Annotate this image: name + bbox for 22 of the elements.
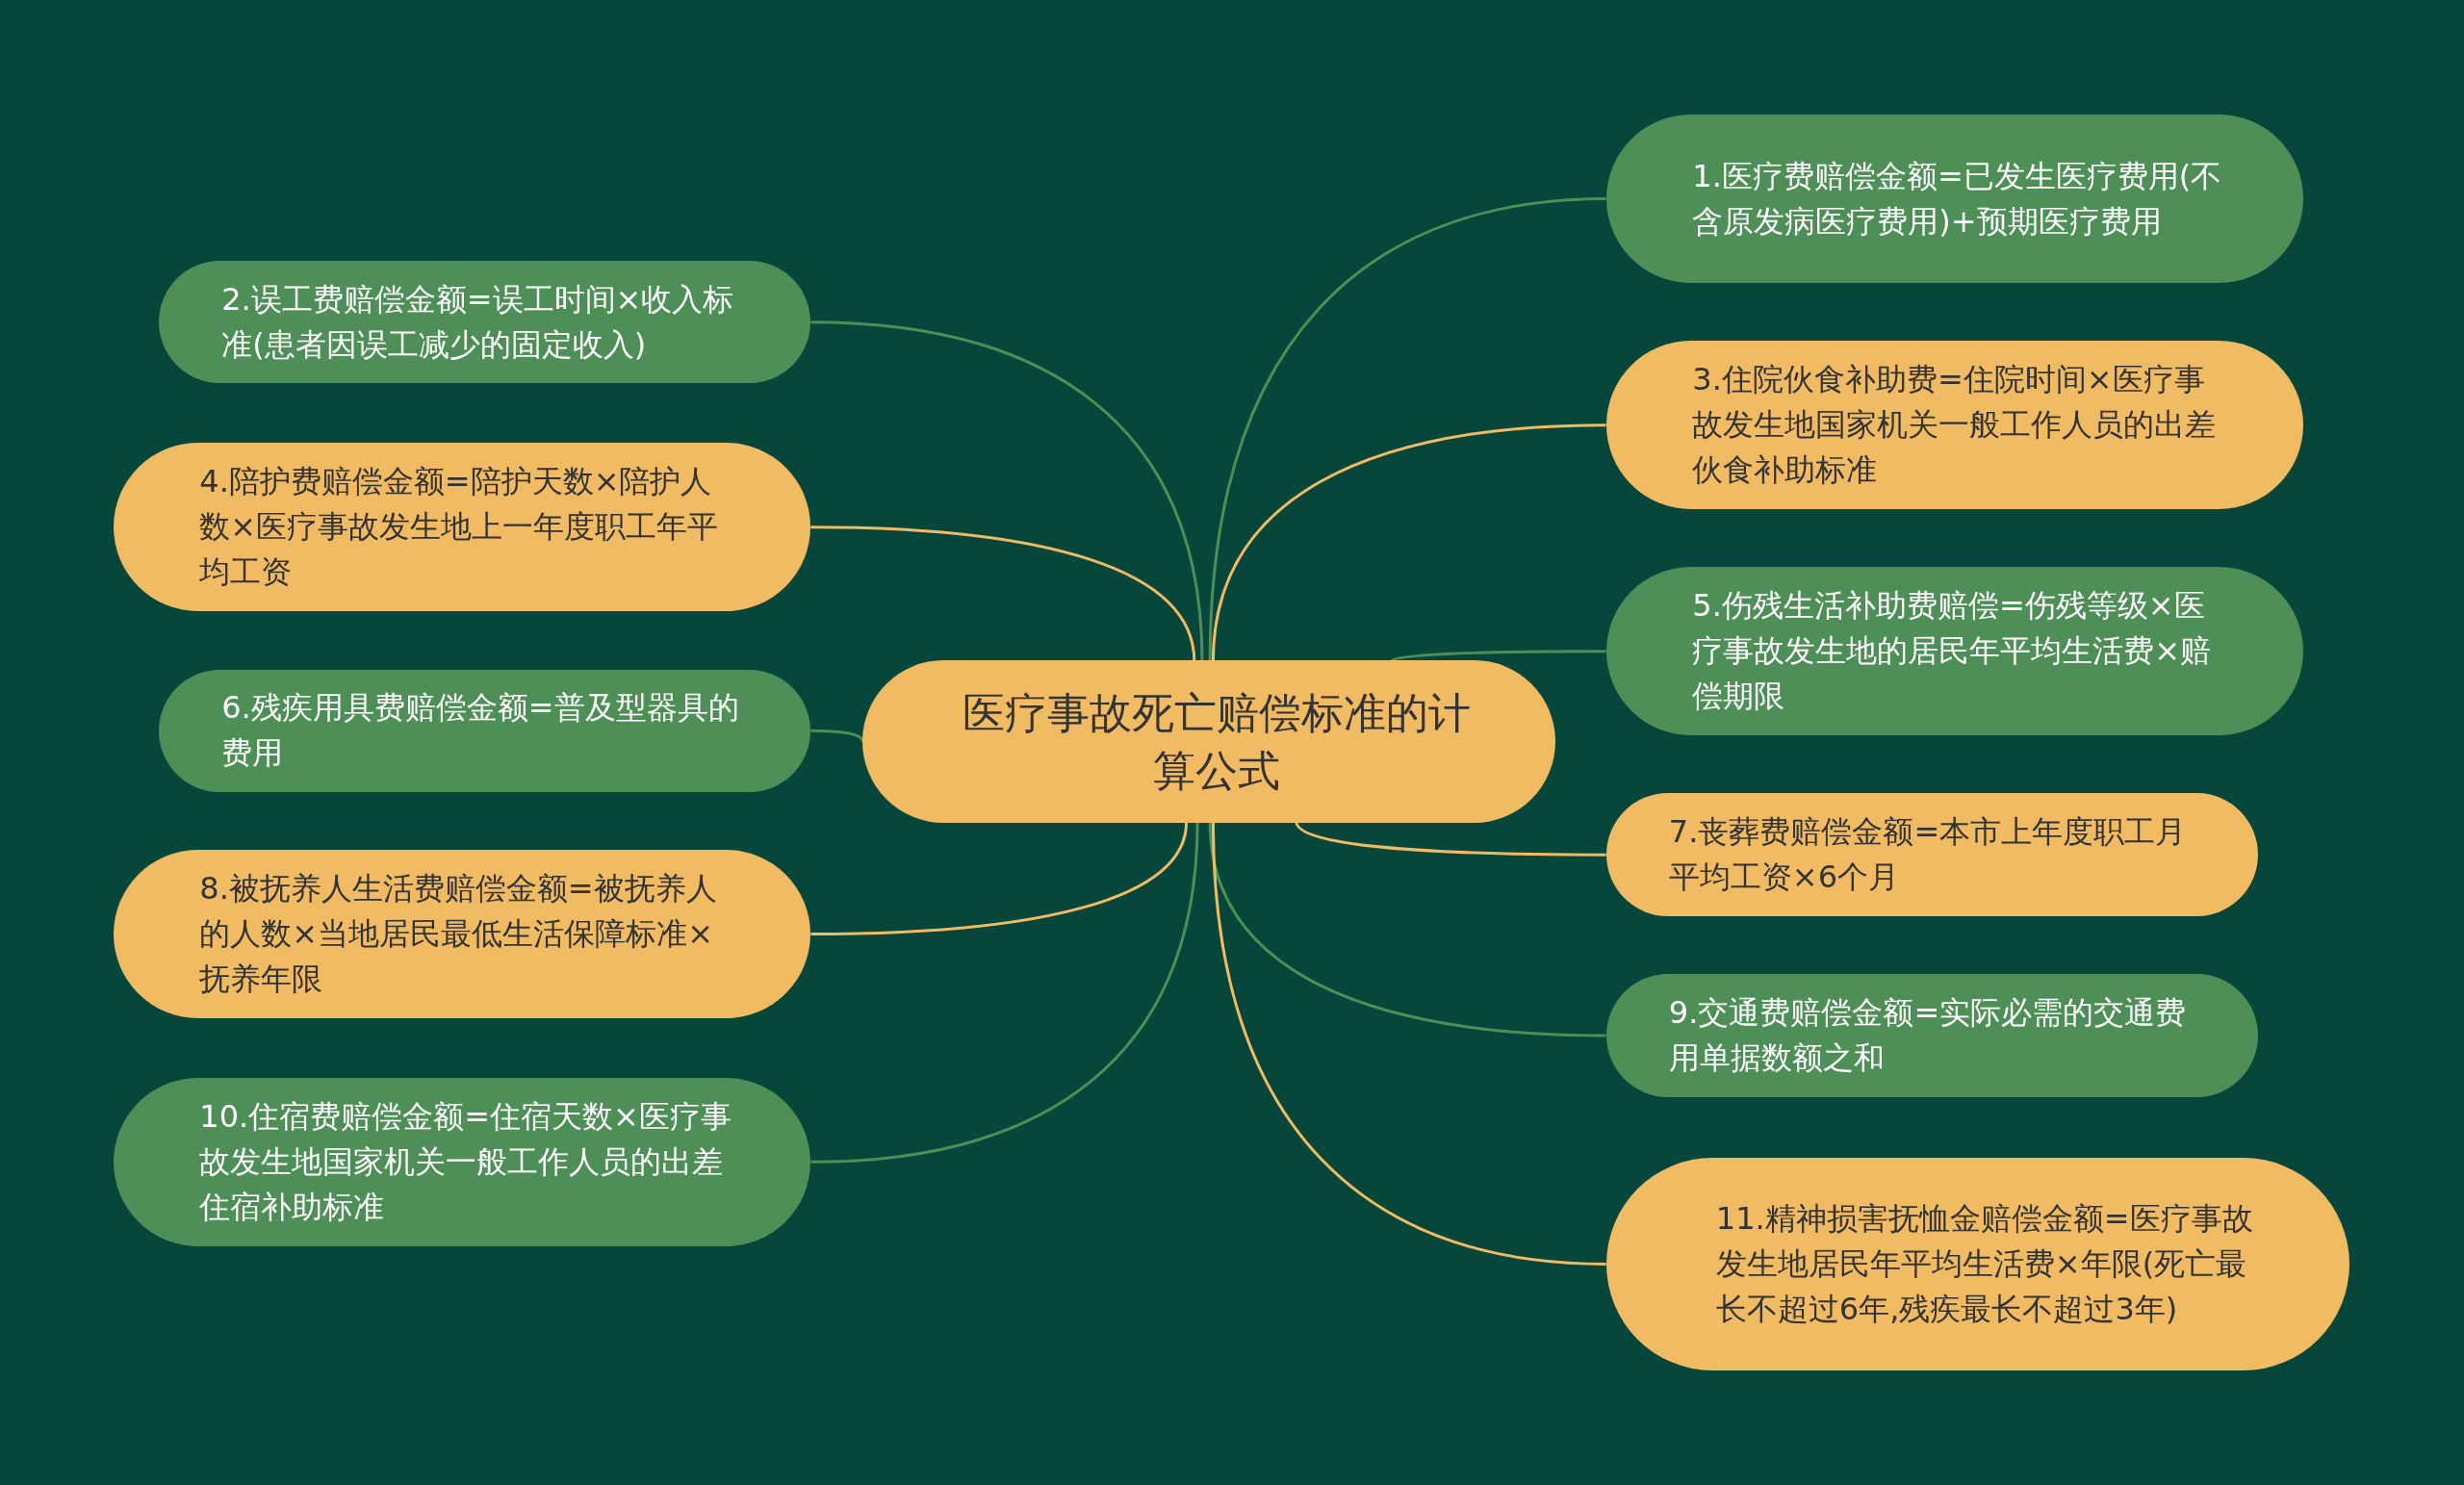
connector-line bbox=[1211, 423, 1606, 662]
connector-line bbox=[1208, 821, 1606, 1037]
connector-line bbox=[810, 525, 1196, 662]
topic-box: 5.伤残生活补助费赔偿=伤残等级×医疗事故发生地的居民年平均生活费×赔偿期限 bbox=[1605, 567, 2304, 736]
topic-box: 10.住宿费赔偿金额=住宿天数×医疗事故发生地国家机关一般工作人员的出差住宿补助标准 bbox=[113, 1078, 811, 1246]
topic-box: 7.丧葬费赔偿金额=本市上年度职工月平均工资×6个月 bbox=[1605, 793, 2259, 916]
topic-box: 4.陪护费赔偿金额=陪护天数×陪护人数×医疗事故发生地上一年度职工年平均工资 bbox=[113, 443, 811, 612]
connector-line bbox=[1208, 197, 1606, 662]
topic-box: 2.误工费赔偿金额=误工时间×收入标准(患者因误工减少的固定收入) bbox=[158, 261, 811, 384]
topic-box: 9.交通费赔偿金额=实际必需的交通费用单据数额之和 bbox=[1605, 974, 2259, 1097]
connector-line bbox=[810, 821, 1189, 936]
connector-line bbox=[810, 320, 1204, 662]
connector-line bbox=[810, 821, 1199, 1164]
topic-box: 1.医疗费赔偿金额=已发生医疗费用(不含原发病医疗费用)+预期医疗费用 bbox=[1605, 115, 2304, 283]
connector-line bbox=[810, 729, 864, 743]
topic-box: 3.住院伙食补助费=住院时间×医疗事故发生地国家机关一般工作人员的出差伙食补助标准 bbox=[1605, 341, 2304, 509]
topic-box: 6.残疾用具费赔偿金额=普及型器具的费用 bbox=[158, 669, 811, 792]
topic-box: 11.精神损害抚恤金赔偿金额=医疗事故发生地居民年平均生活费×年限(死亡最长不超过6年,残疾最长不超过3年) bbox=[1605, 1158, 2349, 1370]
connector-line bbox=[1295, 821, 1606, 857]
central-topic: 医疗事故死亡赔偿标准的计算公式 bbox=[862, 659, 1556, 824]
connector-line bbox=[1211, 821, 1606, 1266]
topic-box: 8.被抚养人生活费赔偿金额=被抚养人的人数×当地居民最低生活保障标准×抚养年限 bbox=[113, 850, 811, 1018]
